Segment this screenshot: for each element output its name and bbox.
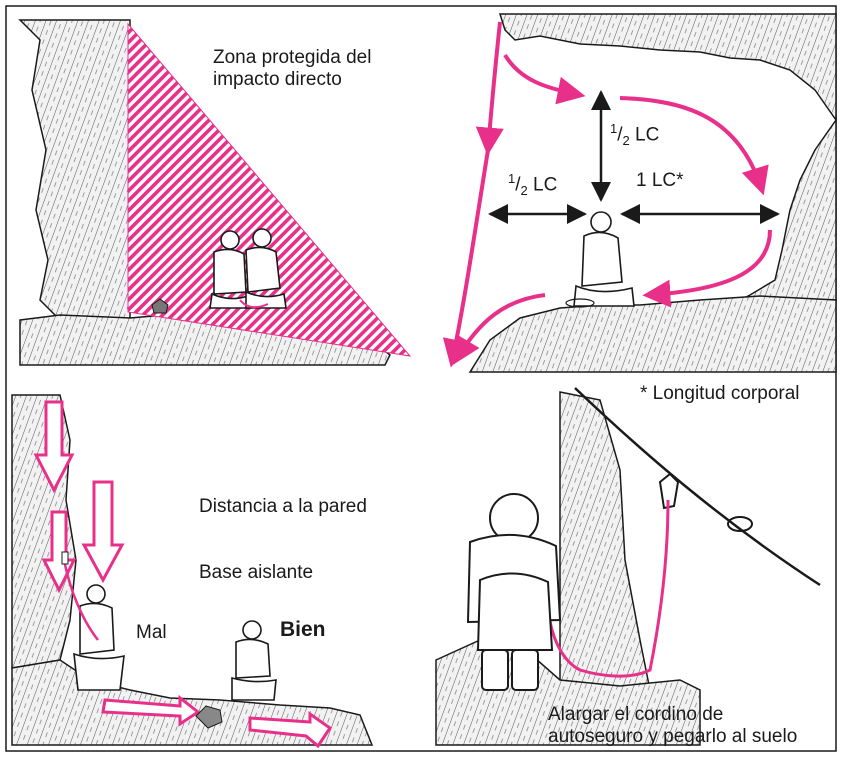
distance-label: Distancia a la pared bbox=[199, 496, 367, 518]
rock-pillar bbox=[560, 392, 650, 690]
cliff-wall bbox=[20, 20, 130, 320]
protected-zone-label-line-2: impacto directo bbox=[213, 69, 371, 91]
arrow-down-icon bbox=[84, 482, 122, 580]
cave-floor bbox=[470, 296, 836, 372]
arrow-down-icon bbox=[488, 22, 500, 150]
cord-instruction-label: Alargar el cordino de autoseguro y pegar… bbox=[548, 704, 797, 748]
arrow-right-icon bbox=[505, 55, 580, 95]
arrow-down-icon bbox=[452, 150, 488, 362]
arrow-left-icon bbox=[648, 230, 770, 295]
half-lc-horizontal-label: 1/2 LC bbox=[508, 168, 557, 202]
cord-instruction-line-2: autoseguro y pegarlo al suelo bbox=[548, 726, 797, 748]
cave-back-wall bbox=[740, 120, 836, 300]
protected-zone-label: Zona protegida del impacto directo bbox=[213, 47, 371, 91]
climber-figure-icon bbox=[468, 494, 560, 690]
protected-zone-label-line-1: Zona protegida del bbox=[213, 47, 371, 69]
panel-bottom-left bbox=[12, 395, 372, 746]
climber-figure-icon bbox=[232, 621, 276, 700]
one-lc-label: 1 LC* bbox=[636, 170, 684, 192]
bad-label: Mal bbox=[136, 622, 167, 644]
footnote-label: * Longitud corporal bbox=[640, 383, 800, 405]
carabiner-icon bbox=[62, 552, 68, 564]
half-lc-vertical-label: 1/2 LC bbox=[610, 118, 659, 152]
panel-bottom-right bbox=[436, 388, 820, 745]
good-label: Bien bbox=[280, 618, 326, 642]
climber-figure-icon bbox=[574, 212, 634, 306]
cord-instruction-line-1: Alargar el cordino de bbox=[548, 704, 797, 726]
base-label: Base aislante bbox=[199, 562, 313, 584]
climber-figure-icon bbox=[74, 585, 124, 690]
